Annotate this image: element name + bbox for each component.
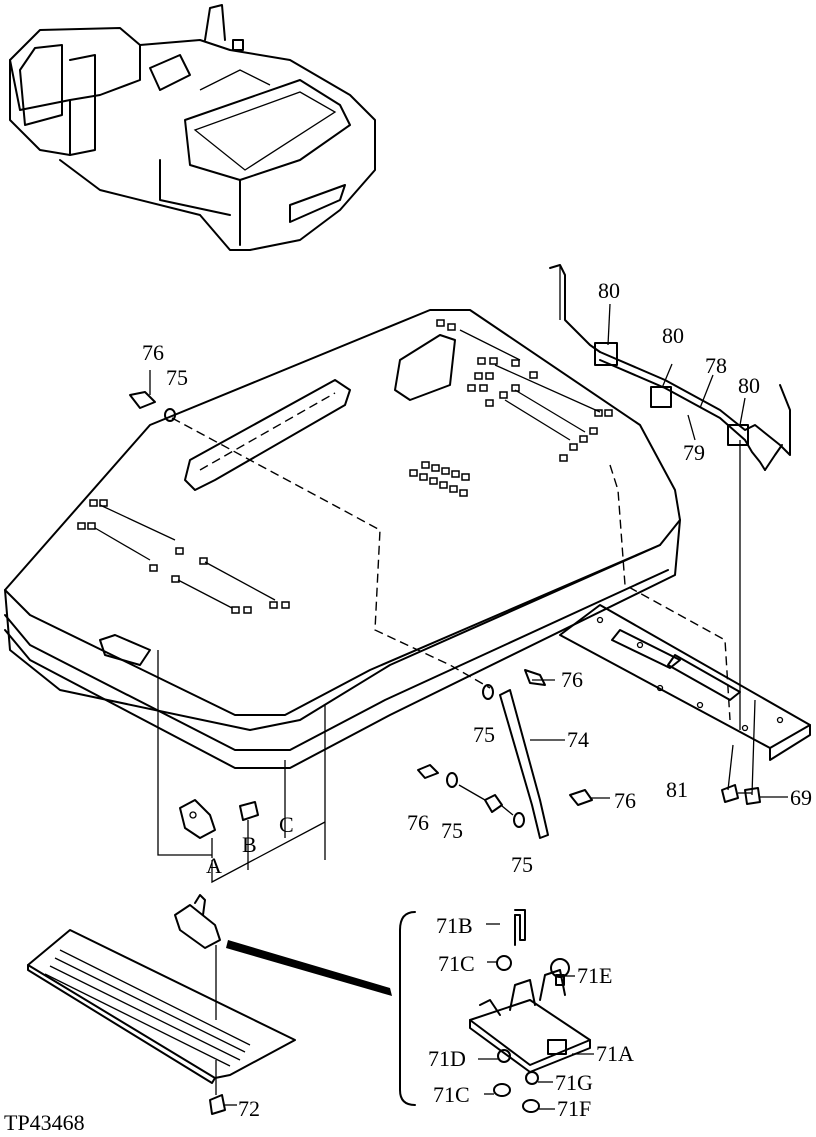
label-leader-ticks <box>149 370 594 1110</box>
callout-69: 69 <box>790 785 812 810</box>
engine-hood <box>4 309 681 769</box>
leader-lines <box>157 417 756 1095</box>
callout-78: 78 <box>705 353 727 378</box>
hinge-rod-assembly <box>549 264 791 471</box>
callout-76-c: 76 <box>407 810 429 835</box>
callout-B: B <box>242 832 257 857</box>
callout-71C-bottom: 71C <box>433 1082 470 1107</box>
mounting-plate <box>559 604 811 761</box>
callout-76-a: 76 <box>142 340 164 365</box>
fasteners <box>209 784 788 1115</box>
callout-79: 79 <box>683 440 705 465</box>
callout-75-c: 75 <box>441 818 463 843</box>
bracket-detail <box>399 909 591 1113</box>
callout-71C-top: 71C <box>438 951 475 976</box>
clips-and-washers <box>129 391 610 828</box>
callout-labels: 80 80 78 80 79 76 75 76 75 74 76 75 76 7… <box>4 278 812 1135</box>
hood-vent-slots <box>77 319 613 614</box>
callout-76-d: 76 <box>614 788 636 813</box>
figure-id: TP43468 <box>4 1110 85 1135</box>
callout-72: 72 <box>238 1096 260 1121</box>
callout-75-d: 75 <box>511 852 533 877</box>
excavator-overview <box>9 4 376 251</box>
hood-latch <box>179 799 259 839</box>
callout-A: A <box>206 853 222 878</box>
callout-71B: 71B <box>436 913 473 938</box>
callout-71A: 71A <box>596 1041 634 1066</box>
callout-81: 81 <box>666 777 688 802</box>
callout-76-b: 76 <box>561 667 583 692</box>
callout-80-a: 80 <box>598 278 620 303</box>
callout-71D: 71D <box>428 1046 466 1071</box>
callout-75-a: 75 <box>166 365 188 390</box>
callout-C: C <box>279 812 294 837</box>
lower-plate <box>27 894 392 1084</box>
callout-75-b: 75 <box>473 722 495 747</box>
callout-80-b: 80 <box>662 323 684 348</box>
callout-71E: 71E <box>577 963 612 988</box>
callout-74: 74 <box>567 727 589 752</box>
callout-71F: 71F <box>557 1096 591 1121</box>
callout-71G: 71G <box>555 1070 593 1095</box>
support-rod-74 <box>499 689 565 839</box>
callout-80-c: 80 <box>738 373 760 398</box>
